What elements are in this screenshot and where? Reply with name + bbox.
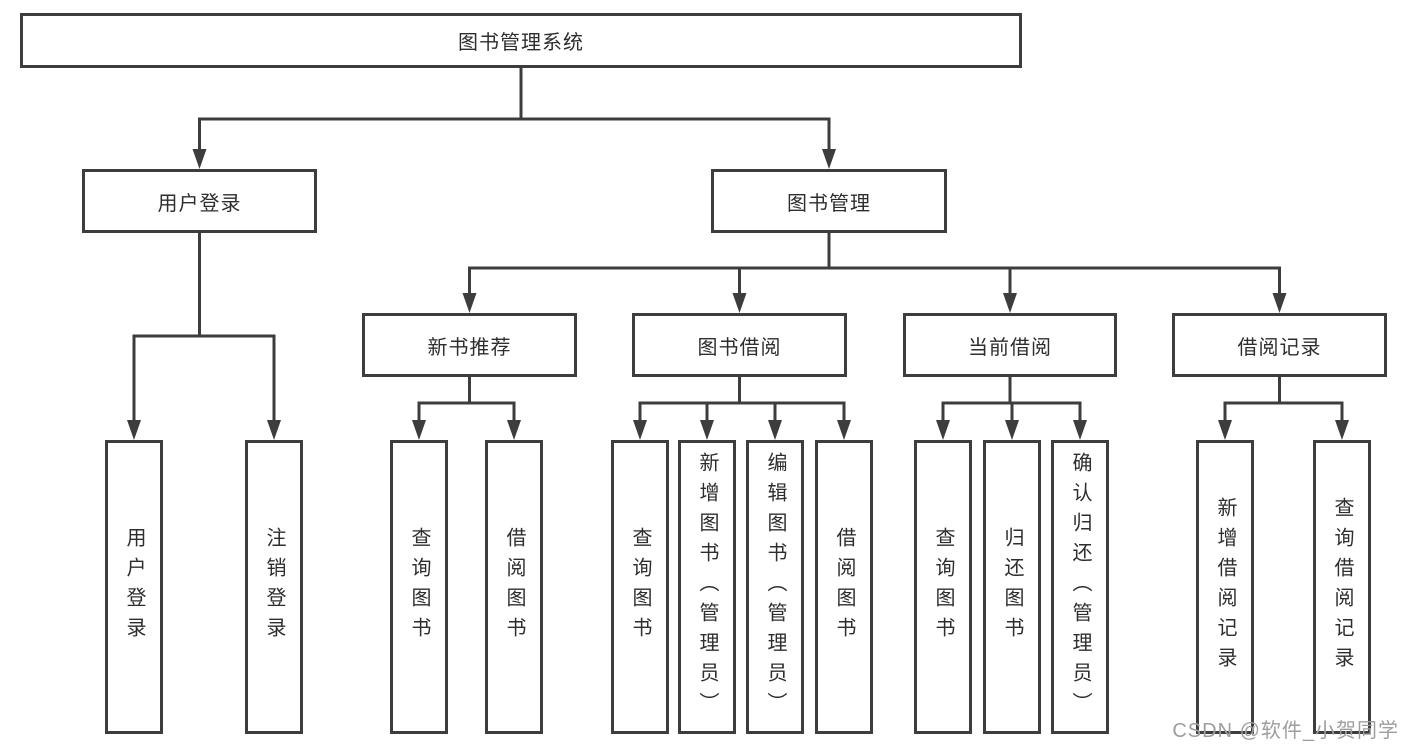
- leaf-query-books-recommend-label: 查询图书: [408, 527, 430, 647]
- watermark: CSDN @软件_小贺同学: [1172, 720, 1399, 742]
- leaf-query-books-current: 查询图书: [914, 440, 972, 734]
- leaf-logout-label: 注销登录: [263, 527, 285, 647]
- node-root: 图书管理系统: [20, 13, 1022, 68]
- leaf-add-books-admin: 新增图书（管理员）: [678, 440, 736, 734]
- node-root-label: 图书管理系统: [458, 32, 584, 54]
- node-borrow-records-label: 借阅记录: [1237, 336, 1322, 359]
- leaf-return-books-label: 归还图书: [1001, 527, 1023, 647]
- leaf-logout: 注销登录: [245, 440, 303, 734]
- node-book-borrow: 图书借阅: [632, 313, 847, 377]
- leaf-query-books-borrow-label: 查询图书: [629, 527, 651, 647]
- node-current-borrow-label: 当前借阅: [968, 336, 1052, 359]
- node-user-login-label: 用户登录: [157, 192, 242, 215]
- leaf-user-login: 用户登录: [105, 440, 163, 734]
- leaf-query-books-recommend: 查询图书: [390, 440, 448, 734]
- node-book-management: 图书管理: [711, 169, 947, 233]
- node-book-borrow-label: 图书借阅: [697, 336, 782, 359]
- node-borrow-records: 借阅记录: [1172, 313, 1387, 377]
- leaf-query-borrow-record: 查询借阅记录: [1313, 440, 1371, 734]
- leaf-add-books-admin-label: 新增图书（管理员）: [696, 452, 718, 722]
- node-new-book-recommend: 新书推荐: [362, 313, 577, 377]
- arrowheads: [127, 149, 1349, 440]
- leaf-confirm-return-admin: 确认归还（管理员）: [1051, 440, 1109, 734]
- node-current-borrow: 当前借阅: [903, 313, 1117, 377]
- leaf-add-borrow-record: 新增借阅记录: [1196, 440, 1254, 734]
- leaf-query-books-borrow: 查询图书: [611, 440, 669, 734]
- node-book-management-label: 图书管理: [787, 192, 871, 215]
- leaf-return-books: 归还图书: [983, 440, 1041, 734]
- leaf-query-borrow-record-label: 查询借阅记录: [1331, 497, 1353, 677]
- leaf-user-login-label: 用户登录: [123, 527, 145, 647]
- leaf-edit-books-admin: 编辑图书（管理员）: [746, 440, 804, 734]
- node-new-book-recommend-label: 新书推荐: [427, 336, 512, 359]
- leaf-query-books-current-label: 查询图书: [932, 527, 954, 647]
- node-user-login: 用户登录: [82, 169, 317, 233]
- leaf-add-borrow-record-label: 新增借阅记录: [1214, 497, 1236, 677]
- leaf-borrow-books-recommend: 借阅图书: [485, 440, 543, 734]
- leaf-edit-books-admin-label: 编辑图书（管理员）: [764, 452, 786, 722]
- leaf-borrow-books-recommend-label: 借阅图书: [503, 527, 525, 647]
- leaf-borrow-books-label: 借阅图书: [833, 527, 855, 647]
- leaf-confirm-return-admin-label: 确认归还（管理员）: [1069, 452, 1091, 722]
- leaf-borrow-books: 借阅图书: [815, 440, 873, 734]
